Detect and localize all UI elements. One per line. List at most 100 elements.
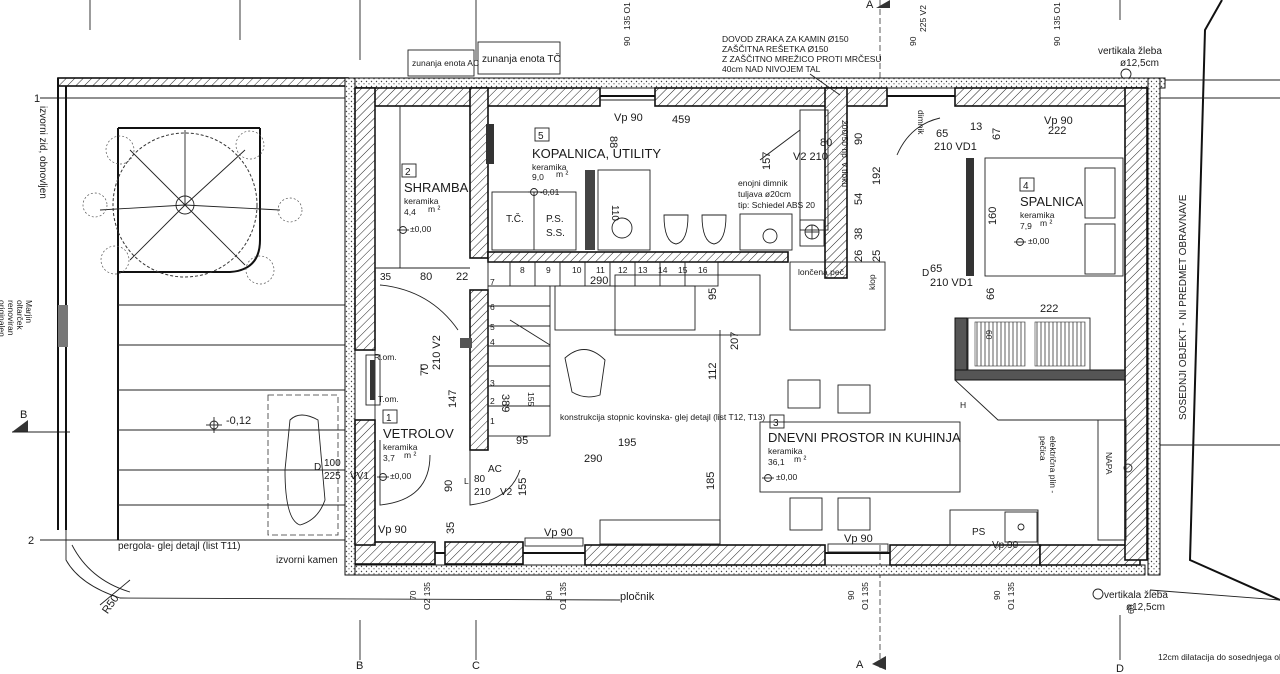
armchair-icon <box>564 349 606 398</box>
pergola-label: pergola- glej detajl (list T11) <box>118 541 240 552</box>
dim-147: 147 <box>447 390 459 408</box>
dim-25: 25 <box>871 250 883 262</box>
ventilation-label: 200/50 np. v tloku <box>840 120 850 187</box>
stair-step-14: 14 <box>658 265 668 275</box>
chimney-note-3: tip: Schiedel ABS 20 <box>738 200 815 210</box>
room-2-level-icon <box>397 226 409 234</box>
dim-192: 192 <box>871 167 883 185</box>
dim-95-low: 95 <box>516 435 528 447</box>
stair-step-7: 7 <box>490 277 495 287</box>
dim-207: 207 <box>729 332 741 350</box>
top-dim-90-a: 90 <box>622 36 632 46</box>
bathroom-fixtures <box>486 124 825 251</box>
chimney-air-note-2: ZAŠČITNA REŠETKA Ø150 <box>722 44 829 54</box>
stair-step-9: 9 <box>546 265 551 275</box>
room-5-number-box <box>534 127 550 142</box>
chimney-air-note: DOVOD ZRAKA ZA KAMIN Ø150 ZAŠČITNA REŠET… <box>722 34 882 96</box>
utility-tc-label: T.Č. <box>506 212 524 225</box>
room-5-finish: keramika <box>532 162 567 172</box>
door-d-mid: D <box>922 268 929 279</box>
dim-38: 38 <box>853 228 865 240</box>
wardrobe-r-label: R.om. <box>374 352 397 362</box>
neighbor-building <box>1149 0 1280 601</box>
room-1-unit: m ² <box>404 450 416 460</box>
wardrobe-t-label: T.om. <box>378 394 399 404</box>
dim-290-top: 290 <box>590 275 608 287</box>
stair-step-16: 16 <box>698 265 708 275</box>
section-a-bottom-label: A <box>856 659 864 671</box>
room-3-number-box <box>769 414 785 429</box>
altar-label-3: renoviran <box>6 300 16 336</box>
dim-155-low: 155 <box>517 478 529 496</box>
radius-label: R50 <box>100 593 121 616</box>
section-a-top-label: A <box>866 0 874 11</box>
room-2-name: SHRAMBA <box>404 180 469 195</box>
stove-label-2: pečica <box>1038 436 1048 461</box>
dim-66: 66 <box>985 288 997 300</box>
room-2-area: 4,4 <box>404 207 416 217</box>
terrace-level-icon <box>206 417 222 433</box>
room-1-area: 3,7 <box>383 453 395 463</box>
door-dim-65-mid: 65 <box>930 263 942 275</box>
stair-step-11: 11 <box>596 265 605 275</box>
dim-222-top: 222 <box>1048 125 1066 137</box>
downspout-bottom-icon <box>1092 588 1104 600</box>
bottom-dim-o1-135-a: O1 135 <box>558 582 568 610</box>
room-1-level-icon <box>377 473 389 481</box>
room-4-name: SPALNICA <box>1020 194 1084 209</box>
dim-60: 60 <box>984 330 994 340</box>
utility-ps-label: P.S. <box>546 214 564 225</box>
stair-step-15: 15 <box>678 265 688 275</box>
axis-d-label: D <box>1116 663 1124 674</box>
window-vp90-top: Vp 90 <box>614 112 643 124</box>
tiled-stove <box>759 109 886 331</box>
room-4-number: 4 <box>1023 181 1029 192</box>
door-vd1-top: 210 VD1 <box>934 141 977 153</box>
door-dim-225: 225 <box>324 471 341 482</box>
door-d-label: D <box>314 462 321 473</box>
altar-label-2: oltarček <box>15 300 25 331</box>
section-a-marker-top <box>876 0 890 8</box>
axis-c-label: C <box>472 660 480 672</box>
dim-155-stair: 155 <box>526 392 536 406</box>
dim-22: 22 <box>456 271 468 283</box>
kitchen-h-label: H <box>960 400 966 410</box>
courtyard-wall <box>57 77 621 606</box>
living-furniture <box>599 330 961 545</box>
door-v2-low-label: V2 <box>500 487 513 498</box>
dim-290-low: 290 <box>584 453 602 465</box>
neighbor-gap-label: 12cm dilatacija do sosednjega obj <box>1158 652 1280 662</box>
room-4-level-icon <box>1014 238 1026 246</box>
dim-35-bottom: 35 <box>445 522 457 534</box>
room-5-number: 5 <box>538 131 544 142</box>
outdoor-ac-label: zunanja enota AC <box>412 58 479 68</box>
kitchen-counters <box>949 317 1133 546</box>
dim-67: 67 <box>991 128 1003 140</box>
window-vp90-bottom-right: Vp 90 <box>844 533 873 545</box>
stove-label-1: električna plin - <box>1048 436 1058 493</box>
dim-459: 459 <box>672 114 690 126</box>
dim-54: 54 <box>853 193 865 205</box>
outdoor-hp-unit <box>477 41 561 75</box>
dim-157: 157 <box>761 152 773 170</box>
hood-label: NAPA <box>1104 452 1114 475</box>
bottom-dim-o1-135-b: O1 135 <box>860 582 870 610</box>
dim-26: 26 <box>853 250 865 262</box>
door-v2-height: 70 <box>419 364 431 376</box>
shower-dim-110: 110 <box>609 205 620 221</box>
axis-2-label: 2 <box>28 535 34 547</box>
room-4-level: ±0,00 <box>1028 236 1049 246</box>
dim-80-top: 80 <box>820 137 832 149</box>
top-dim-225-v2: 225 V2 <box>918 5 928 32</box>
room-5-name: KOPALNICA, UTILITY <box>532 146 661 161</box>
door-dim-65-top: 65 <box>936 128 948 140</box>
room-3-number: 3 <box>773 418 779 429</box>
room-1-level: ±0,00 <box>390 471 411 481</box>
building-walls <box>344 77 1166 576</box>
downspout-bottom-label-2: ø12,5cm <box>1126 602 1165 613</box>
room-1-name: VETROLOV <box>383 426 454 441</box>
staircase <box>487 261 761 437</box>
chimney-air-note-4: 40cm NAD NIVOJEM TAL <box>722 64 821 74</box>
room-2-unit: m ² <box>428 204 440 214</box>
